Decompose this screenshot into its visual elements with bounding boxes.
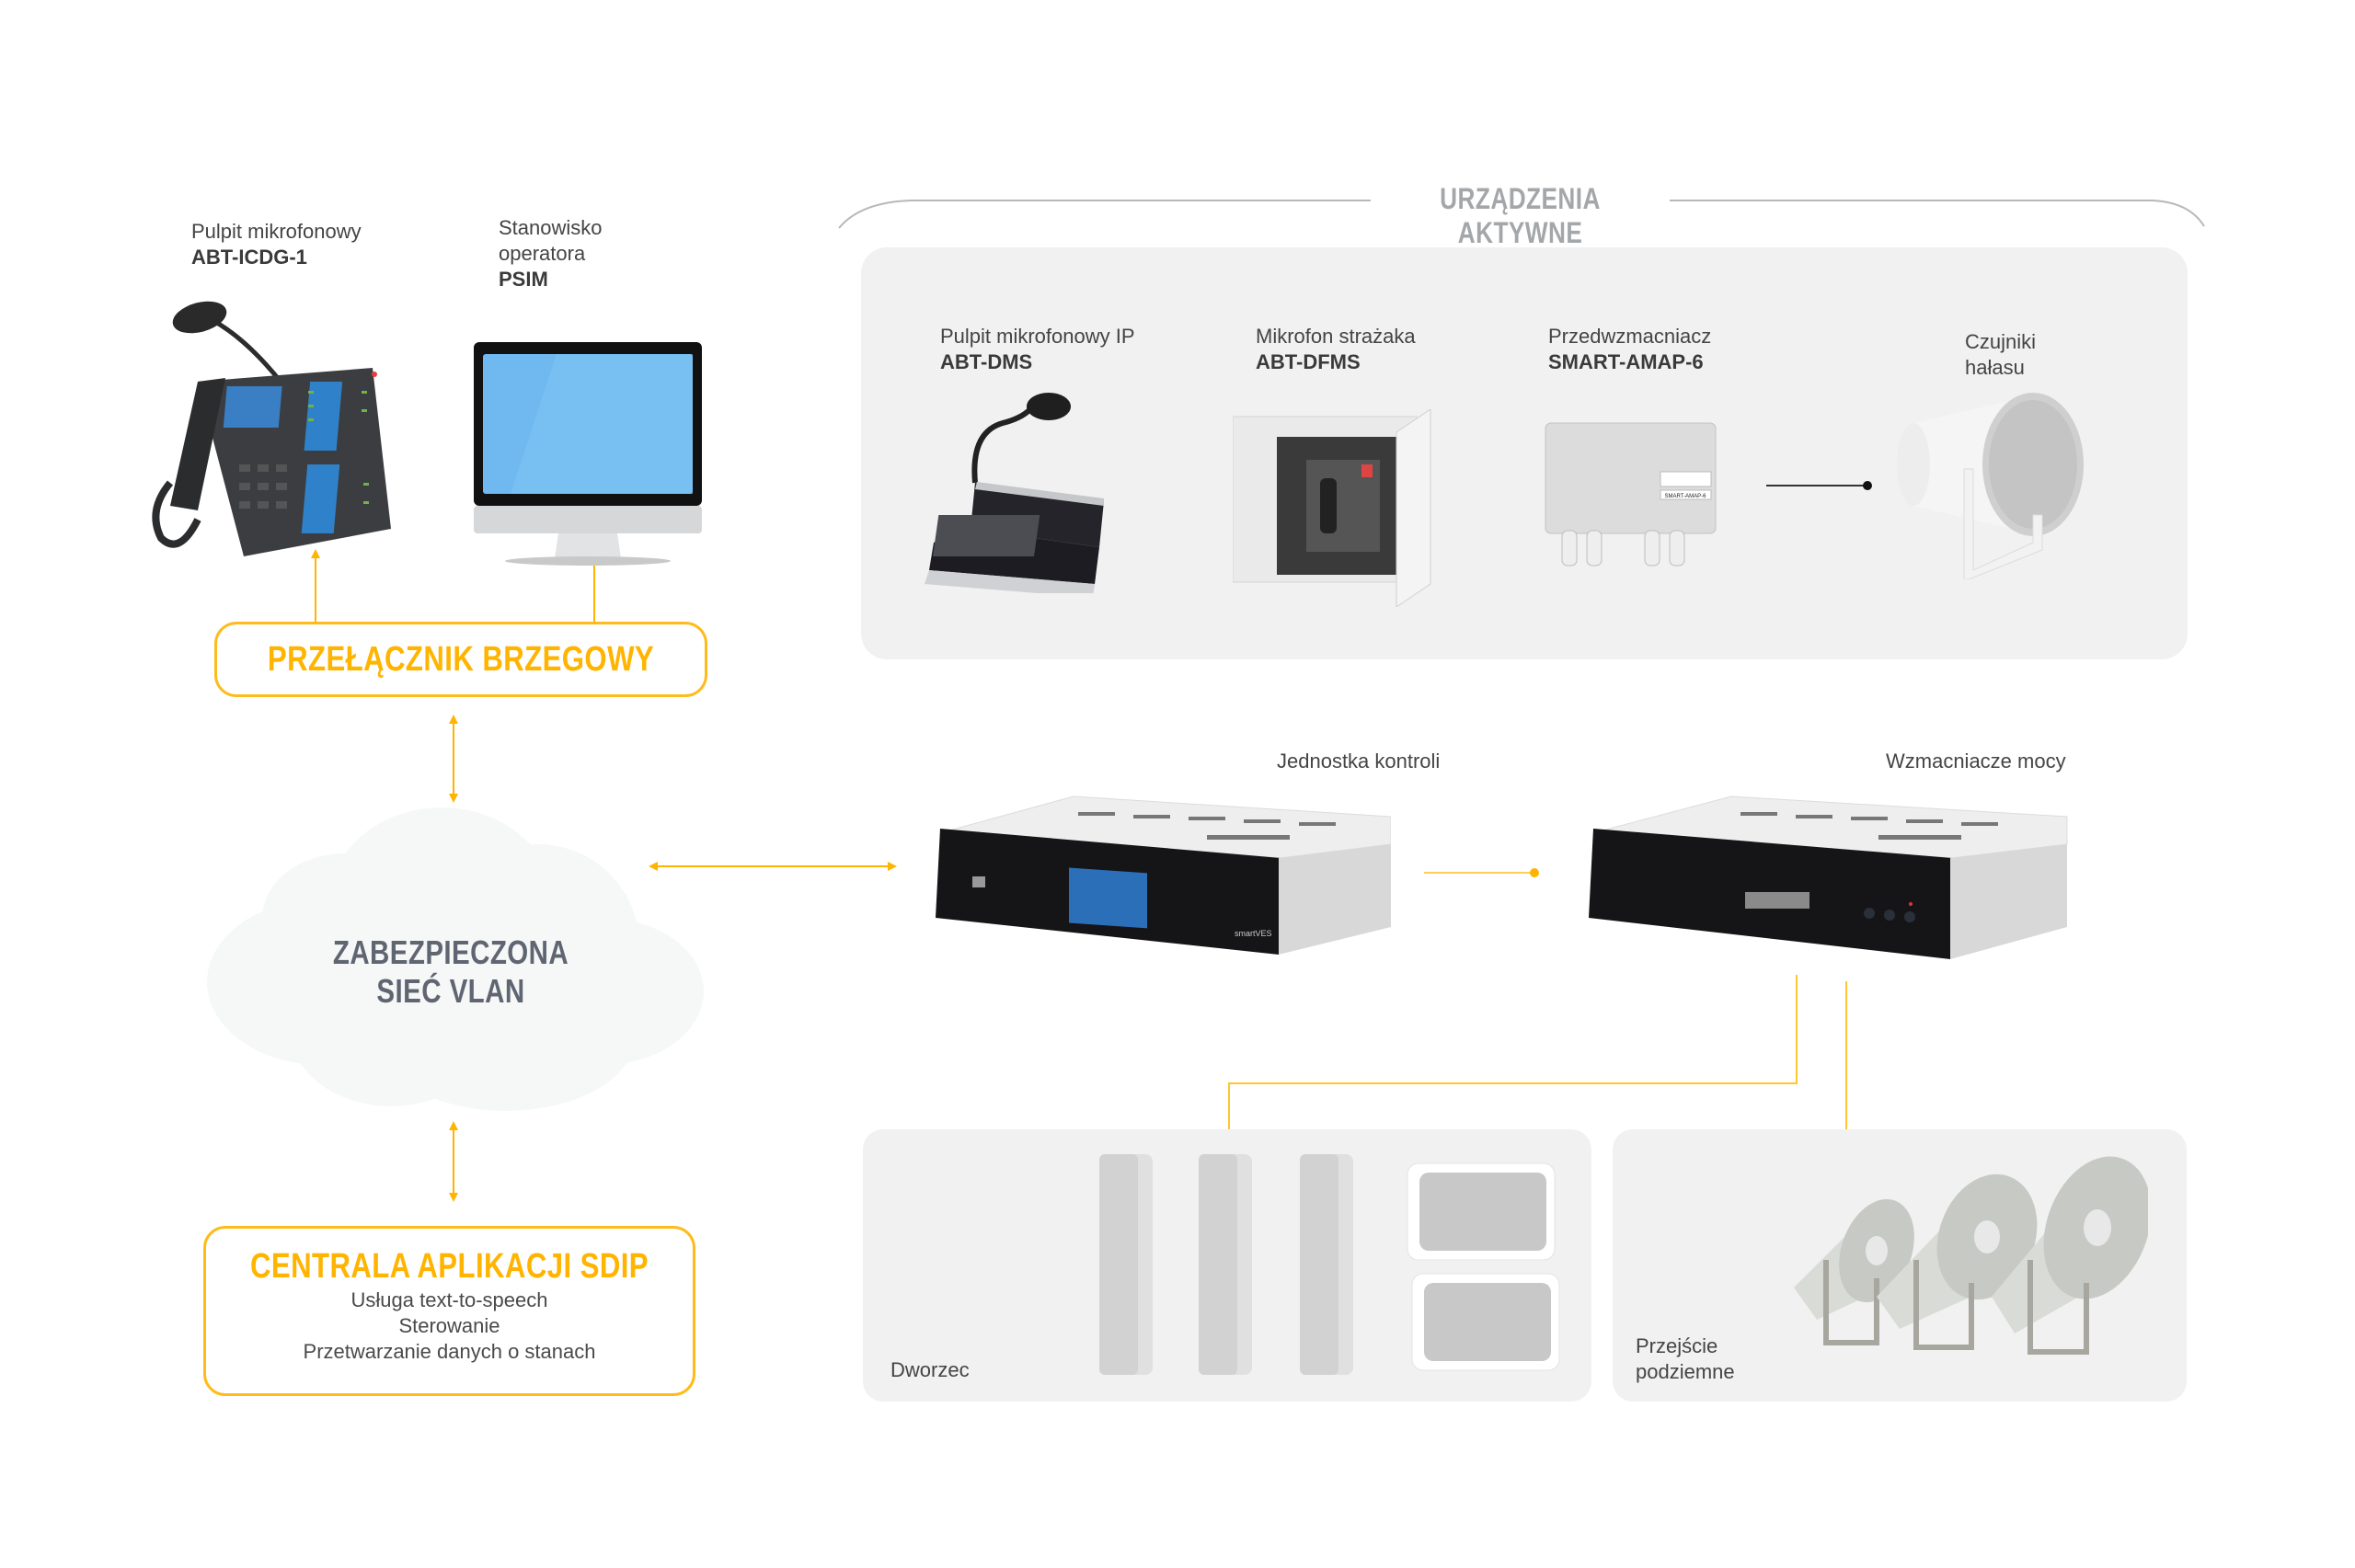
device-model: ABT-DMS [940,350,1033,373]
section-bracket [838,200,1371,229]
device-name-line: Stanowisko [499,216,603,239]
device-name: Pulpit mikrofonowy [191,220,362,243]
sdip-service: Sterowanie [398,1314,500,1337]
control-unit-label: Jednostka kontroli [1277,750,1441,773]
edge-switch-box[interactable]: PRZEŁĄCZNIK BRZEGOWY [214,622,707,697]
network-label-line2: SIEĆ VLAN [376,972,525,1010]
monitor-icon [474,342,702,566]
preamp-device-label: SMART-AMAP-6 [1665,494,1707,499]
zone-label: Dworzec [890,1358,970,1381]
device-model: SMART-AMAP-6 [1548,350,1704,373]
zone-label-line: podziemne [1636,1360,1735,1383]
sdip-box[interactable]: CENTRALA APLIKACJI SDIP Usługa text-to-s… [203,1226,695,1396]
device-model: ABT-ICDG-1 [191,246,307,269]
sdip-title: CENTRALA APLIKACJI SDIP [249,1247,649,1286]
active-device-label: Pulpit mikrofonowy IP ABT-DMS [940,324,1135,375]
network-label: ZABEZPIECZONA SIEĆ VLAN [276,933,626,1011]
control-amp-dot [1530,868,1539,877]
noise-sensor-speaker-icon [1897,393,2084,579]
rack-control-unit-icon: smartVES [936,795,1391,955]
device-name-line: operatora [499,242,586,265]
firefighter-microphone-cabinet-icon [1233,409,1431,607]
network-label-line1: ZABEZPIECZONA [332,933,569,971]
device-name-line: hałasu [1965,356,2025,379]
device-model: ABT-DFMS [1256,350,1361,373]
active-devices-title: URZĄDZENIA AKTYWNE [1440,182,1601,249]
active-device-label: Przedwzmacniacz SMART-AMAP-6 [1548,324,1711,375]
device-name: Przedwzmacniacz [1548,325,1712,348]
preamplifier-box-icon: SMART-AMAP-6 [1545,422,1717,567]
active-device-label: Mikrofon strażaka ABT-DFMS [1256,324,1416,375]
sdip-service: Przetwarzanie danych o stanach [303,1340,596,1363]
device-name: Mikrofon strażaka [1256,325,1416,348]
zone-label-line: Przejście [1636,1334,1718,1357]
active-devices-title-wrap: URZĄDZENIA AKTYWNE [1371,182,1670,250]
power-amps-label: Wzmacniacze mocy [1886,750,2066,773]
column-speaker [1099,1154,1153,1375]
edge-switch-label: PRZEŁĄCZNIK BRZEGOWY [267,640,655,679]
sdip-service: Usługa text-to-speech [350,1288,548,1311]
control-unit-brand: smartVES [1235,929,1272,938]
rack-power-amplifier-icon [1589,795,2068,959]
zone-label: Przejście podziemne [1636,1333,1735,1385]
column-and-ceiling-speakers-icon [1099,1154,1560,1375]
preamp-sensor-connector [1766,481,1872,490]
desk-ip-phone-icon [152,301,391,556]
cloud-icon [207,807,704,1111]
active-device-label: Czujniki hałasu [1965,329,2036,381]
device-model: PSIM [499,268,548,291]
device-name-line: Czujniki [1965,330,2037,353]
device-name: Pulpit mikrofonowy IP [940,325,1135,348]
device-label-phone: Pulpit mikrofonowy ABT-ICDG-1 [191,219,362,270]
device-label-psim: Stanowisko operatora PSIM [499,215,603,292]
section-bracket [1670,200,2205,227]
ip-microphone-console-icon [925,393,1104,593]
horn-speakers-icon [1794,1156,2148,1355]
